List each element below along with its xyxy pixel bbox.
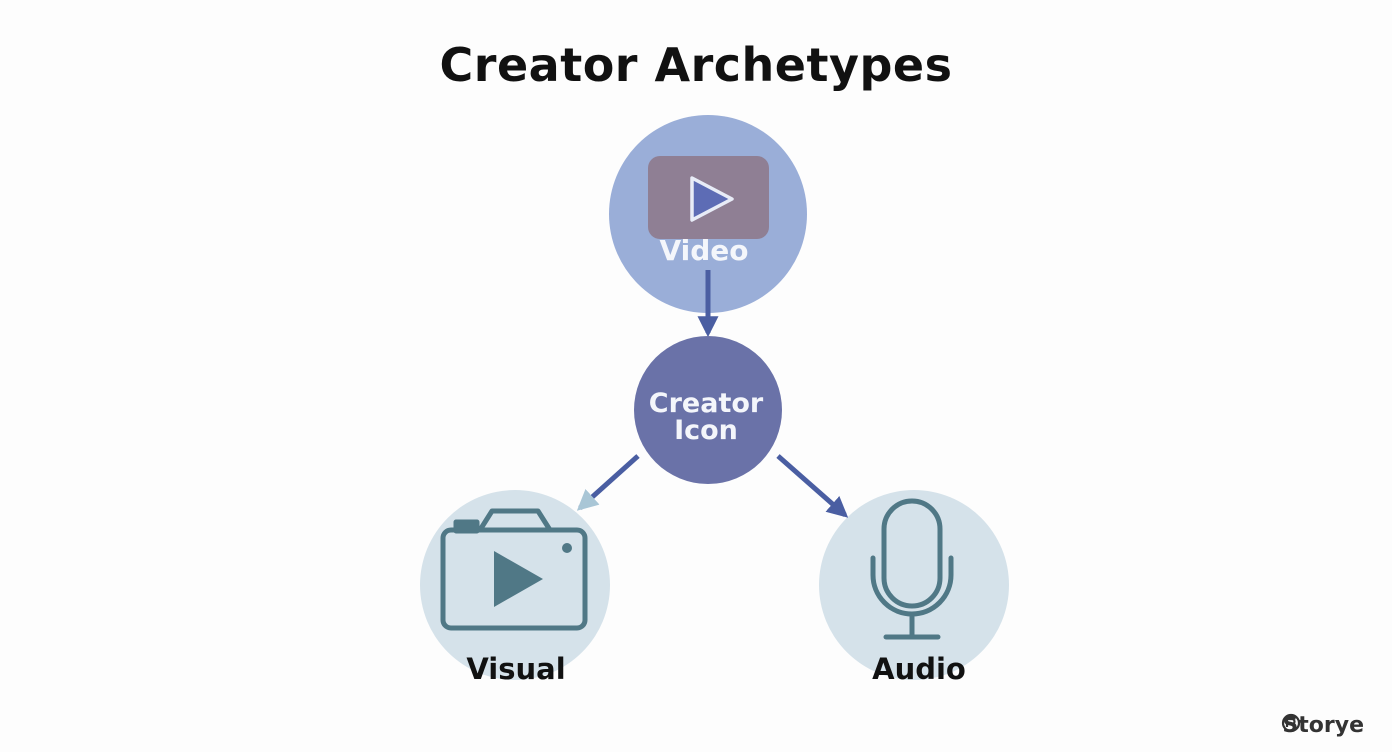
brand-name: Storye <box>1282 713 1364 738</box>
video-label: Video <box>659 234 749 267</box>
center-label-line1: Creator <box>648 388 764 419</box>
brand-watermark: Storye <box>1282 713 1364 738</box>
play-button-icon <box>648 156 769 239</box>
center-node <box>634 336 782 484</box>
microphone-icon <box>870 498 954 640</box>
center-label: Creator Icon <box>606 390 806 444</box>
edge-center-audio <box>776 454 849 518</box>
center-label-line2: Icon <box>674 415 738 446</box>
storye-logo-icon <box>1281 713 1301 733</box>
diagram-title: Creator Archetypes <box>439 38 953 92</box>
audio-label: Audio <box>872 652 966 686</box>
camera-play-icon <box>440 508 588 631</box>
audio-node <box>819 490 1009 680</box>
visual-label: Visual <box>466 652 566 686</box>
edge-center-visual <box>576 454 640 511</box>
